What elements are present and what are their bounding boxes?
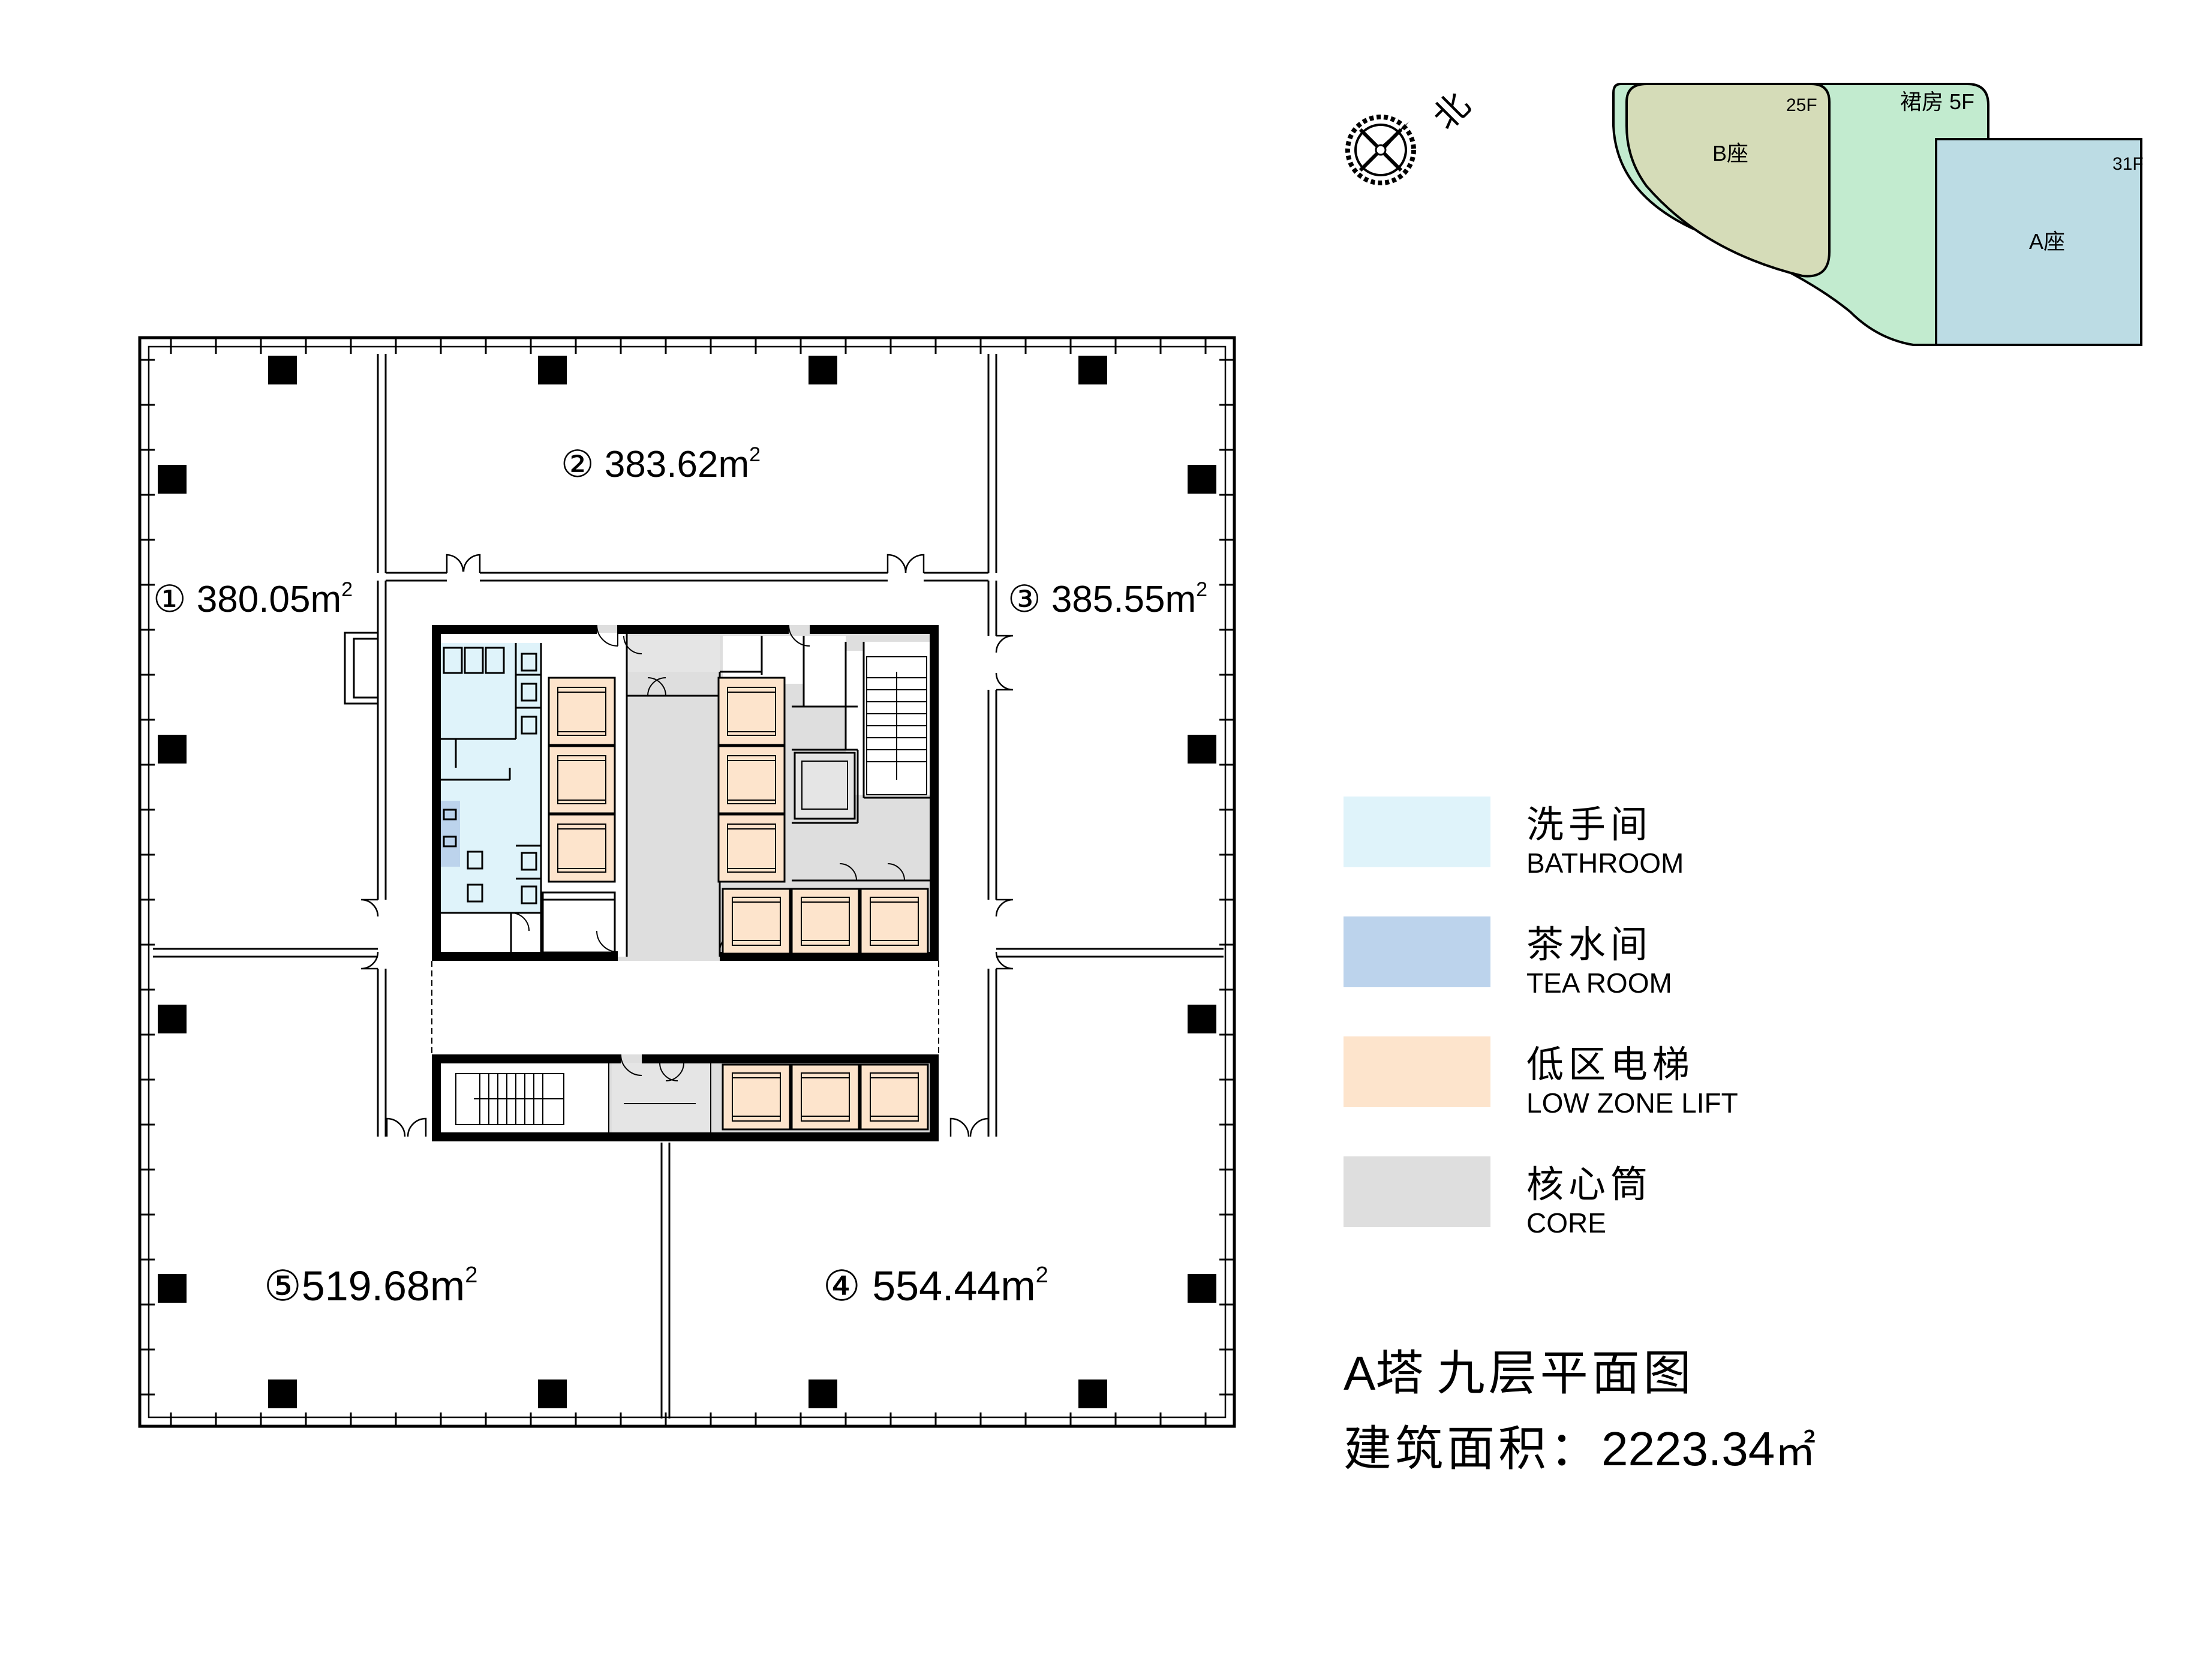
lift-car — [717, 745, 786, 815]
site-key-map — [1612, 83, 2142, 346]
core-lower-stair — [455, 1054, 711, 1134]
lift-car — [859, 1063, 929, 1131]
plan-title: A塔 九层平面图 — [1344, 1335, 1816, 1404]
riser-shaft — [344, 632, 379, 705]
tenant-partitions — [153, 354, 1224, 1418]
lift-car — [722, 888, 791, 955]
lift-car — [548, 677, 616, 746]
legend-swatch-bathroom — [1344, 797, 1490, 867]
lift-bank-low-zone-lower — [722, 1063, 929, 1131]
legend-swatch-core — [1344, 1156, 1490, 1227]
legend-label-en: TEA ROOM — [1526, 967, 1672, 999]
tower-a-name: A座 — [2029, 229, 2065, 254]
lift-car — [791, 1063, 860, 1131]
tower-a-floors: 31F — [2112, 154, 2144, 174]
podium-label: 裙房 5F — [1900, 89, 1974, 114]
core-upper-internal — [441, 633, 939, 957]
core-upper-walls — [432, 625, 939, 961]
core-corridor — [431, 961, 939, 1054]
gross-area: 建筑面积：2223.34㎡ — [1344, 1410, 1816, 1480]
plan-title-block: A塔 九层平面图 建筑面积：2223.34㎡ — [1344, 1335, 1816, 1480]
legend-label-en: BATHROOM — [1526, 847, 1684, 879]
unit-5-area-label: ⑤519.68m2 — [264, 1263, 477, 1309]
core-lower-walls — [432, 1054, 939, 1141]
legend-label-cn: 洗手间 — [1526, 803, 1653, 846]
legend-label-en: CORE — [1526, 1207, 1606, 1239]
lift-car — [859, 888, 929, 955]
lift-car — [548, 745, 616, 815]
legend-swatch-tea-room — [1344, 916, 1490, 987]
lift-car — [717, 813, 786, 883]
structural-columns — [158, 356, 1216, 1408]
facade-mullions — [140, 338, 1234, 1427]
lift-car — [791, 888, 860, 955]
legend-label-cn: 核心筒 — [1526, 1162, 1653, 1206]
lift-car — [548, 813, 616, 883]
legend-label-cn: 茶水间 — [1526, 922, 1653, 966]
gross-area-label: 建筑面积： — [1344, 1421, 1601, 1477]
legend-label-en: LOW ZONE LIFT — [1526, 1087, 1738, 1119]
tower-name: A塔 — [1344, 1347, 1424, 1400]
unit-2-area-label: ② 383.62m2 — [561, 443, 761, 485]
tower-b-floors: 25F — [1786, 95, 1817, 115]
lift-car — [717, 677, 786, 746]
tower-b-block — [1625, 83, 1831, 278]
floor-slab-outline — [138, 336, 1236, 1428]
unit-1-area-label: ① 380.05m2 — [153, 578, 353, 620]
legend-label-cn: 低区电梯 — [1526, 1042, 1695, 1086]
gross-area-unit: ㎡ — [1775, 1428, 1816, 1475]
service-lift — [794, 752, 856, 820]
north-arrow — [1345, 115, 1416, 185]
tower-a-block — [1935, 138, 2142, 346]
lift-car — [722, 1063, 791, 1131]
lift-bank-low-zone-upper — [548, 677, 929, 955]
door-swings — [360, 554, 1014, 1137]
north-label: 北 — [1424, 85, 1478, 138]
core-door-swings — [510, 624, 905, 952]
core-upper-stair — [866, 656, 927, 795]
legend-swatch-low-zone-lift — [1344, 1036, 1490, 1107]
tower-b-name: B座 — [1712, 141, 1748, 166]
unit-4-area-label: ④ 554.44m2 — [823, 1263, 1048, 1309]
gross-area-value: 2223.34 — [1601, 1422, 1775, 1475]
unit-3-area-label: ③ 385.55m2 — [1008, 578, 1207, 620]
floor-name: 九层平面图 — [1436, 1345, 1695, 1401]
